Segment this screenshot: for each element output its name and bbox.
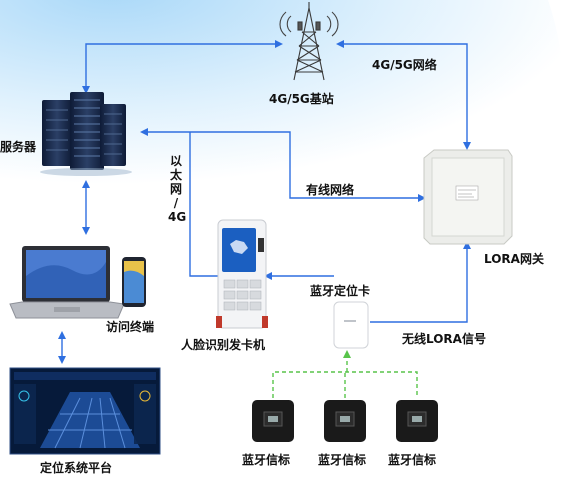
link-wired: [140, 128, 426, 202]
phone-icon: [122, 257, 146, 307]
label-beacon-2: 蓝牙信标: [318, 453, 367, 467]
label-beacon-3: 蓝牙信标: [388, 453, 437, 467]
label-beacon-1: 蓝牙信标: [242, 453, 291, 467]
label-ethernet-4g: 以 太 网 / 4G: [168, 154, 187, 224]
server-icon: [40, 92, 132, 176]
label-lora-gateway: LORA网关: [484, 252, 544, 266]
label-ethernet-4g-char: 太: [169, 168, 182, 182]
bluetooth-card-icon: [333, 301, 369, 349]
label-server: 服务器: [0, 140, 37, 154]
connections: [58, 40, 471, 364]
label-wired-network: 有线网络: [306, 183, 355, 197]
link-ethernet-4g: [189, 132, 218, 277]
label-platform: 定位系统平台: [40, 461, 113, 475]
label-ethernet-4g-char: 网: [169, 182, 182, 196]
face-recognition-machine-icon: [216, 219, 268, 329]
label-face-machine: 人脸识别发卡机: [181, 338, 266, 352]
link-tower-gateway: [336, 40, 471, 150]
label-access-terminal: 访问终端: [106, 320, 155, 334]
beacon-icon-3: [396, 400, 438, 442]
label-ethernet-4g-char: 4G: [168, 210, 187, 224]
label-4g5g-network: 4G/5G网络: [372, 58, 437, 72]
platform-screen-icon: [9, 367, 161, 455]
link-lora-signal: [370, 241, 471, 323]
beacon-icon-2: [324, 400, 366, 442]
link-server-tower: [82, 40, 283, 94]
beacon-links: [272, 350, 418, 398]
cell-tower-icon: [279, 2, 339, 81]
label-cell-tower: 4G/5G基站: [269, 92, 334, 106]
label-ethernet-4g-char: /: [173, 196, 179, 210]
lora-gateway-icon: [423, 149, 513, 245]
laptop-icon: [9, 246, 125, 319]
label-ethernet-4g-char: 以: [169, 154, 182, 168]
beacon-icon-1: [252, 400, 294, 442]
label-bluetooth-card: 蓝牙定位卡: [310, 284, 371, 298]
label-lora-signal: 无线LORA信号: [402, 332, 486, 346]
